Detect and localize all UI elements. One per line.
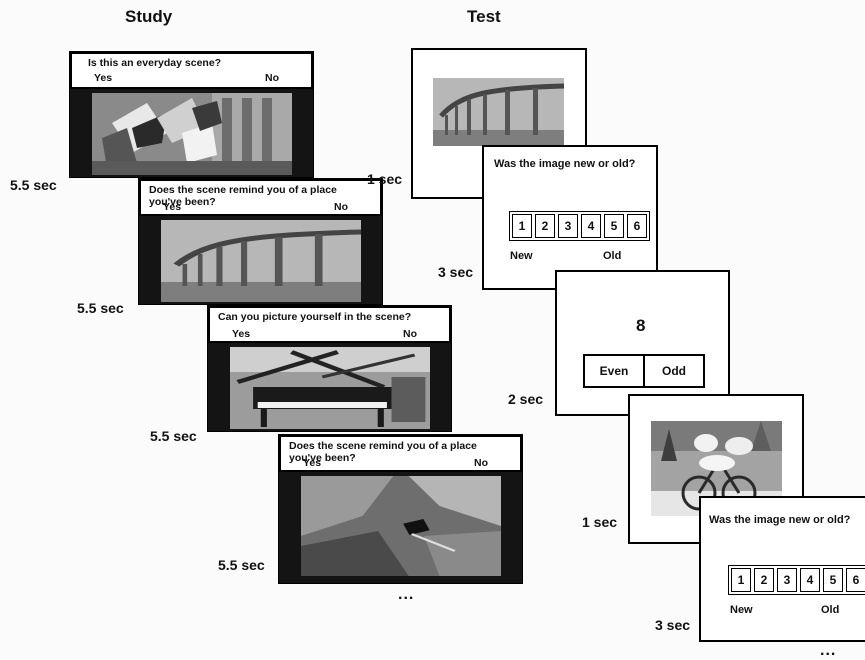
- rating-scale: 1 2 3 4 5 6: [509, 211, 650, 241]
- test-duration-3: 2 sec: [508, 391, 544, 407]
- piano-photo: [230, 347, 430, 429]
- no-option: No: [334, 200, 348, 213]
- even-option[interactable]: Even: [599, 364, 629, 378]
- parity-digit: 8: [636, 316, 646, 335]
- test-parity-card: 8 Even Odd: [555, 270, 730, 416]
- test-duration-4: 1 sec: [582, 514, 618, 530]
- test-rating-card-2: Was the image new or old? 1 2 3 4 5 6 Ne…: [699, 496, 865, 642]
- study-trial-1: Is this an everyday scene? Yes No: [69, 51, 314, 178]
- rating-option-6[interactable]: 6: [846, 568, 865, 592]
- rating-question: Was the image new or old?: [494, 158, 636, 170]
- study-heading: Study: [125, 7, 173, 26]
- test-duration-5: 3 sec: [655, 617, 691, 633]
- rating-option-1[interactable]: 1: [512, 214, 532, 238]
- study-question: Can you picture yourself in the scene?: [218, 311, 412, 323]
- rating-option-5[interactable]: 5: [604, 214, 624, 238]
- test-heading: Test: [467, 7, 501, 26]
- study-duration-4: 5.5 sec: [218, 557, 265, 573]
- cave-photo: [301, 476, 501, 576]
- rating-option-3[interactable]: 3: [558, 214, 578, 238]
- rating-option-6[interactable]: 6: [627, 214, 647, 238]
- test-duration-1: 1 sec: [367, 171, 403, 187]
- study-duration-2: 5.5 sec: [77, 300, 124, 316]
- yes-option: Yes: [303, 456, 322, 469]
- old-anchor-label: Old: [603, 250, 622, 262]
- rating-question: Was the image new or old?: [709, 514, 851, 526]
- parity-options: Even Odd: [583, 354, 705, 388]
- new-anchor-label: New: [510, 250, 533, 262]
- study-trial-2: Does the scene remind you of a place you…: [138, 178, 383, 305]
- test-ellipsis: ...: [820, 642, 837, 659]
- study-duration-1: 5.5 sec: [10, 177, 57, 193]
- no-option: No: [474, 456, 488, 469]
- yes-option: Yes: [94, 71, 113, 84]
- test-rating-card-1: Was the image new or old? 1 2 3 4 5 6 Ne…: [482, 145, 658, 290]
- study-question-box: Can you picture yourself in the scene? Y…: [208, 306, 451, 343]
- rating-option-3[interactable]: 3: [777, 568, 797, 592]
- new-anchor-label: New: [730, 604, 753, 616]
- bridge-photo: [433, 78, 564, 146]
- rating-option-4[interactable]: 4: [581, 214, 601, 238]
- bridge-photo: [161, 220, 361, 302]
- study-question: Does the scene remind you of a place you…: [149, 184, 337, 208]
- odd-option[interactable]: Odd: [643, 356, 703, 386]
- study-question-box: Does the scene remind you of a place you…: [279, 435, 522, 472]
- flags-photo: [92, 93, 292, 175]
- rating-option-2[interactable]: 2: [535, 214, 555, 238]
- study-question: Is this an everyday scene?: [88, 57, 222, 69]
- yes-option: Yes: [232, 327, 251, 340]
- study-question: Does the scene remind you of a place you…: [289, 440, 477, 464]
- study-trial-4: Does the scene remind you of a place you…: [278, 434, 523, 584]
- rating-option-2[interactable]: 2: [754, 568, 774, 592]
- old-anchor-label: Old: [821, 604, 840, 616]
- study-trial-3: Can you picture yourself in the scene? Y…: [207, 305, 452, 432]
- no-option: No: [265, 71, 279, 84]
- study-ellipsis: ...: [398, 586, 415, 603]
- rating-option-1[interactable]: 1: [731, 568, 751, 592]
- test-duration-2: 3 sec: [438, 264, 474, 280]
- study-question-box: Does the scene remind you of a place you…: [139, 179, 382, 216]
- rating-scale: 1 2 3 4 5 6: [728, 565, 865, 595]
- no-option: No: [403, 327, 417, 340]
- rating-option-5[interactable]: 5: [823, 568, 843, 592]
- study-question-box: Is this an everyday scene? Yes No: [70, 52, 313, 89]
- yes-option: Yes: [163, 200, 182, 213]
- study-duration-3: 5.5 sec: [150, 428, 197, 444]
- rating-option-4[interactable]: 4: [800, 568, 820, 592]
